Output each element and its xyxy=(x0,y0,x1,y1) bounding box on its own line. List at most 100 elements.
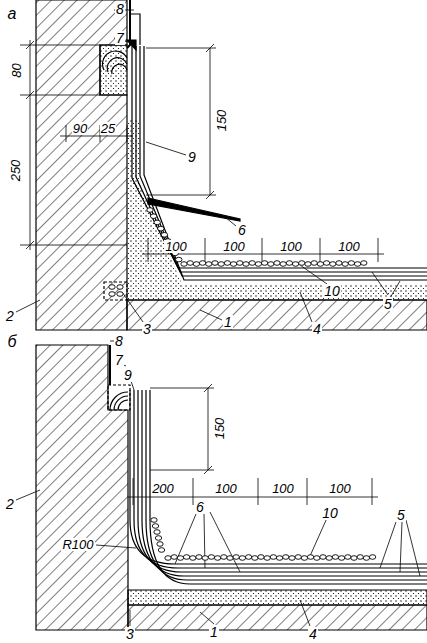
gravel-stone xyxy=(369,555,375,560)
gravel-stone xyxy=(239,556,245,561)
gravel-stone xyxy=(252,556,258,561)
gravel-stone xyxy=(249,261,255,266)
callout-number: 8 xyxy=(115,2,125,16)
gravel-stone xyxy=(357,555,363,560)
gravel-stone xyxy=(206,262,212,267)
gravel-stone xyxy=(323,261,329,266)
gravel-pocket xyxy=(104,282,127,300)
reglet xyxy=(108,385,130,410)
wall xyxy=(36,345,128,630)
reglet-arcs xyxy=(103,51,127,74)
dimension: 100 xyxy=(222,240,246,253)
dimension: 100 xyxy=(214,482,238,495)
reglet-mortar xyxy=(100,45,127,95)
gravel-stone xyxy=(342,262,348,267)
gravel-stone xyxy=(280,262,286,267)
gravel-stone xyxy=(227,556,233,561)
gravel-stone xyxy=(283,555,289,560)
leader-lines xyxy=(16,341,420,626)
gravel-stone xyxy=(155,536,161,541)
gravel-stone xyxy=(224,261,230,266)
gravel-stone xyxy=(264,556,270,561)
callout-number: 2 xyxy=(5,309,15,323)
gravel-stone xyxy=(154,530,160,535)
gravel-stone xyxy=(307,555,313,560)
gravel-stone xyxy=(212,261,218,266)
wall xyxy=(36,0,127,330)
gravel-stone xyxy=(171,555,177,560)
gravel-stone xyxy=(268,262,274,267)
gravel-stone xyxy=(311,261,317,266)
callout-number: 8 xyxy=(114,334,124,348)
gravel-stone xyxy=(208,555,214,560)
dimension: 100 xyxy=(164,240,188,253)
callout-number: 9 xyxy=(187,150,197,164)
membrane-layers xyxy=(130,390,427,584)
gravel-stone xyxy=(361,261,367,266)
dimension: 100 xyxy=(279,240,303,253)
gravel-stone xyxy=(286,261,292,266)
dimension: 80 xyxy=(10,62,23,78)
gravel-stone xyxy=(299,261,305,266)
dimension: 90 xyxy=(72,122,88,135)
gravel-stone xyxy=(295,555,301,560)
callout-number: 4 xyxy=(312,322,322,336)
gravel-stone xyxy=(176,257,182,262)
gravel-stone xyxy=(202,556,208,561)
gravel-stone xyxy=(117,285,123,290)
gravel-stone xyxy=(233,555,239,560)
gravel-stone xyxy=(218,262,224,267)
gravel-stone xyxy=(181,262,187,267)
gravel-stone xyxy=(199,261,205,266)
gravel-stone xyxy=(117,292,123,297)
gravel-stone xyxy=(274,261,280,266)
gravel-stone xyxy=(289,556,295,561)
gravel-stone xyxy=(338,556,344,561)
gravel-stone xyxy=(261,261,267,266)
gravel-stone xyxy=(158,548,164,553)
gravel-stone xyxy=(193,262,199,267)
gravel-stone xyxy=(154,220,160,225)
gravel-stone xyxy=(177,556,183,561)
gravel-stone xyxy=(158,226,164,231)
gravel-stone xyxy=(161,233,167,238)
dimension: 150 xyxy=(215,108,228,132)
callout-number: 3 xyxy=(125,627,135,641)
callout-number: 9 xyxy=(123,368,133,382)
callout-number: 6 xyxy=(195,500,205,514)
flashing xyxy=(109,345,111,385)
callout-number: 3 xyxy=(142,322,152,336)
gravel-stone xyxy=(258,555,264,560)
gravel-stone xyxy=(152,524,158,529)
gravel-stone xyxy=(348,261,354,266)
gravel-stone xyxy=(314,556,320,561)
gravel-stone xyxy=(255,262,261,267)
gravel-stone xyxy=(196,555,202,560)
screed xyxy=(128,590,427,605)
dimension: 100 xyxy=(328,482,352,495)
gravel-stone xyxy=(351,556,357,561)
dimension-lines xyxy=(20,40,384,262)
dimension: 200 xyxy=(151,482,175,495)
gravel-stone xyxy=(157,542,163,547)
gravel-stone xyxy=(183,555,189,560)
gravel-stone xyxy=(270,555,276,560)
screed-edge xyxy=(127,14,427,300)
dimension-lines xyxy=(128,384,378,505)
base-slab xyxy=(128,605,427,630)
dimension: 150 xyxy=(213,416,226,440)
gravel-stone xyxy=(320,555,326,560)
gravel-stone xyxy=(245,555,251,560)
base-slab xyxy=(127,300,427,330)
gravel-stone xyxy=(332,555,338,560)
gravel-stone xyxy=(330,262,336,267)
gravel-stone xyxy=(237,261,243,266)
callout-number: 2 xyxy=(5,497,15,511)
callout-number: 7 xyxy=(115,31,125,45)
gravel-stone xyxy=(276,556,282,561)
gravel-stone xyxy=(243,262,249,267)
dimension: 250 xyxy=(9,158,22,182)
gravel-stone xyxy=(336,261,342,266)
gravel-stone xyxy=(305,262,311,267)
gravel-stone xyxy=(187,261,193,266)
